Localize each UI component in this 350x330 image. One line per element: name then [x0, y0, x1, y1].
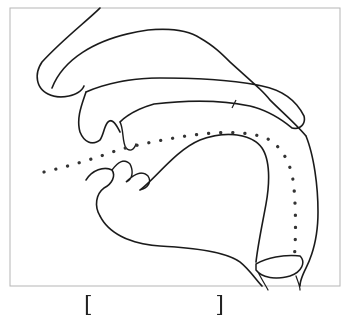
nose-outline [37, 8, 100, 97]
lower-lip [86, 168, 114, 216]
hard-palate [86, 78, 304, 128]
lower-teeth [112, 161, 150, 190]
jaw-outline [100, 216, 262, 286]
upper-teeth [120, 122, 136, 150]
tongue-outline [140, 134, 269, 262]
upper-lip [79, 92, 120, 143]
airflow-path [44, 133, 296, 263]
answer-open-bracket: [ [84, 293, 93, 318]
diagram-frame [10, 8, 340, 286]
answer-blank[interactable] [104, 295, 199, 319]
larynx-outline [256, 255, 303, 278]
nasal-cavity-outline [52, 29, 306, 136]
answer-close-bracket: ] [215, 293, 224, 318]
answer-slot[interactable]: [ ] [84, 293, 224, 323]
